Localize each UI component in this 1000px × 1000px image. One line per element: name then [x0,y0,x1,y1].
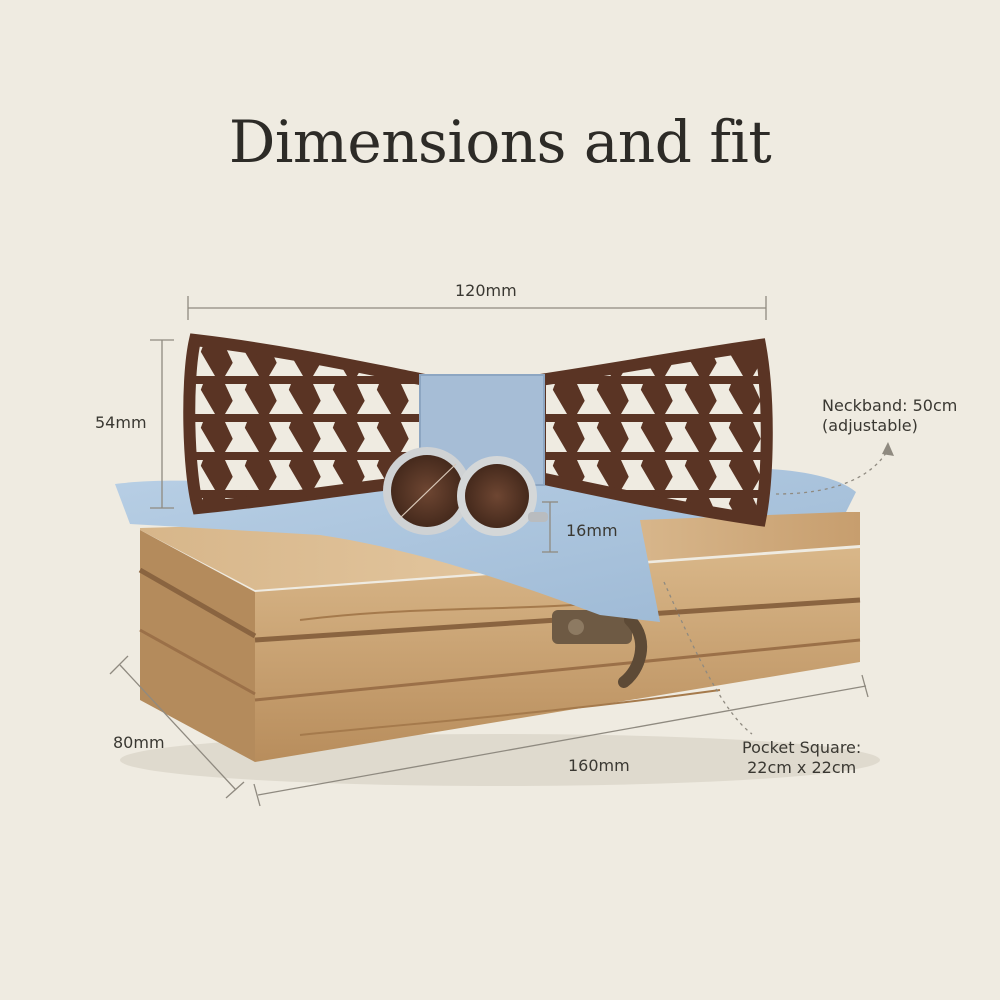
bowtie-right-wing [534,338,773,527]
bowtie-width-label: 120mm [455,281,517,300]
neckband-note-line1: Neckband: 50cm [822,396,958,415]
box-clasp [552,610,647,688]
page-title: Dimensions and fit [228,108,772,176]
pocket-square-note-line2: 22cm x 22cm [747,758,857,777]
neckband-note-line2: (adjustable) [822,416,918,435]
pocket-square-note: Pocket Square: 22cm x 22cm [742,738,861,778]
cufflinks [383,447,548,536]
box-side [255,548,860,762]
box-depth-label: 80mm [113,733,165,752]
cufflink-diameter-label: 16mm [566,521,618,540]
bowtie-left-wing [183,333,431,515]
dimension-lines [109,296,894,807]
bowtie-height-label: 54mm [95,413,147,432]
neckband-note: Neckband: 50cm (adjustable) [822,396,957,436]
pocket-square-note-line1: Pocket Square: [742,738,862,757]
box-length-label: 160mm [568,756,630,775]
bowtie [183,333,773,527]
